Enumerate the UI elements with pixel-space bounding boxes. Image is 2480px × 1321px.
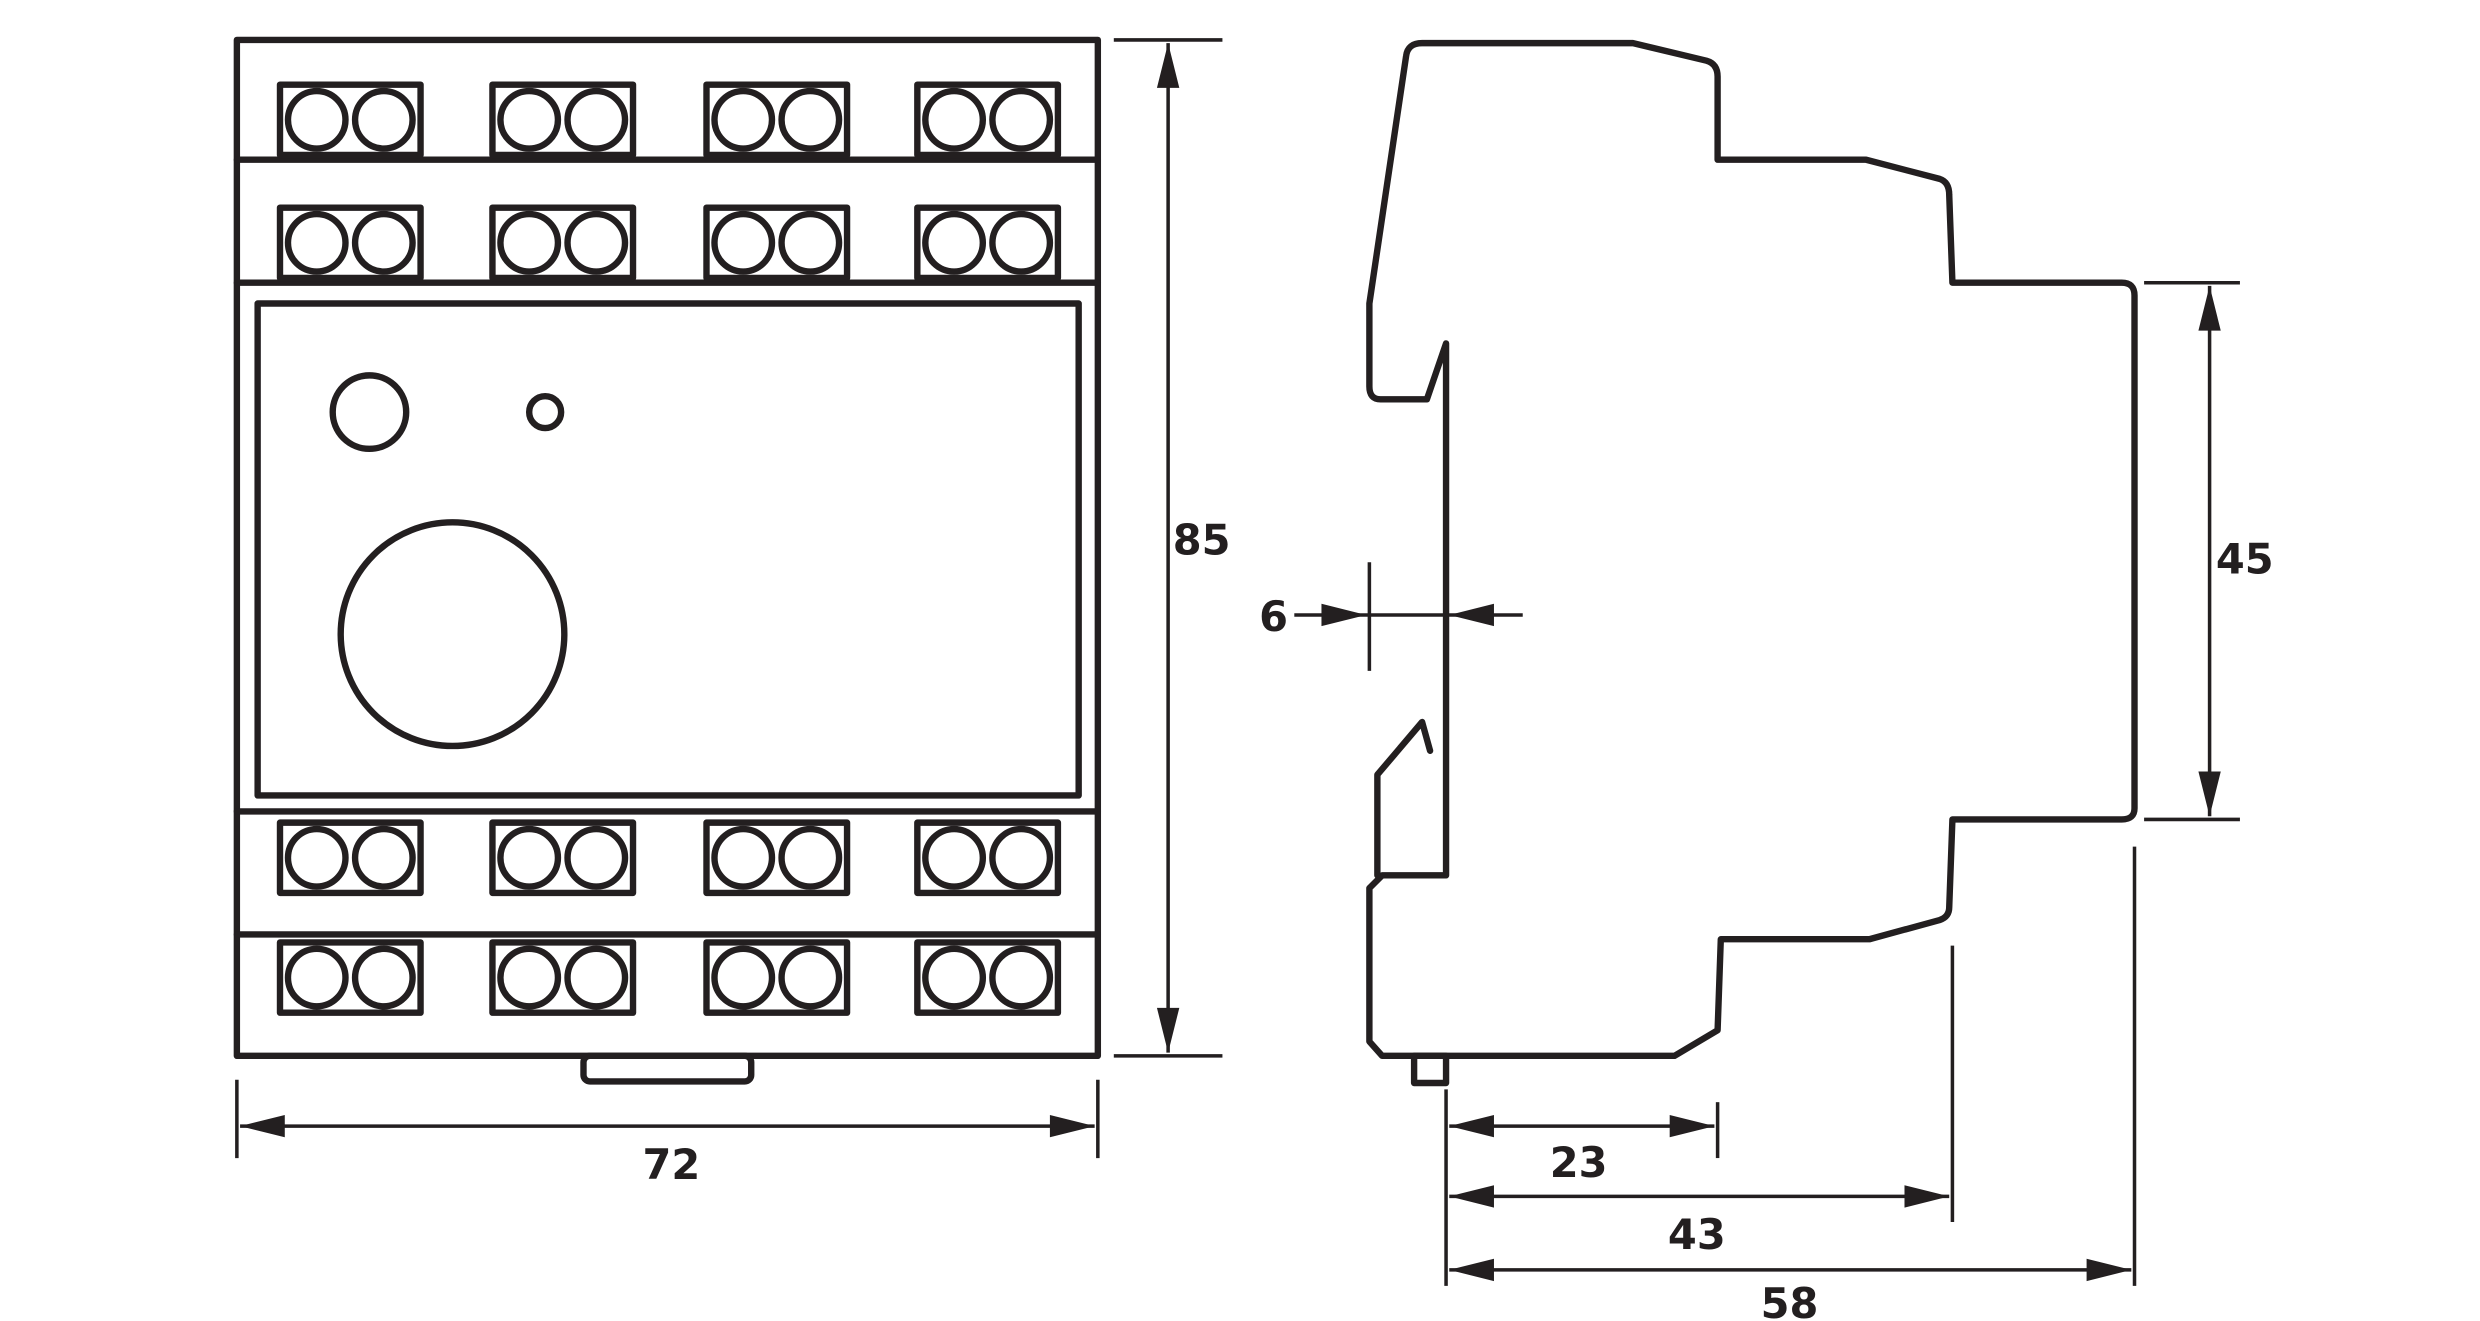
- terminal-screw-icon: [564, 945, 629, 1010]
- rail-release-tab: [580, 1052, 755, 1085]
- terminal-screw-icon: [351, 825, 416, 890]
- housing-outline: [233, 36, 1102, 1060]
- dimension-height-45: 45: [2144, 280, 2274, 822]
- terminal-screw-icon: [711, 210, 776, 275]
- terminal-block: [703, 81, 851, 159]
- terminal-block: [703, 939, 851, 1016]
- terminal-block: [489, 81, 637, 159]
- terminal-screw-icon: [497, 210, 562, 275]
- dimension-width-72: 72: [235, 1079, 1100, 1189]
- terminal-screw-icon: [564, 825, 629, 890]
- terminal-block: [276, 939, 424, 1016]
- terminal-screw-icon: [778, 210, 843, 275]
- terminal-block: [703, 204, 851, 282]
- rail-clip-label: 6: [1259, 592, 1288, 641]
- terminal-screw-icon: [351, 945, 416, 1010]
- depth-label-43: 43: [1668, 1210, 1726, 1259]
- side-height-label: 45: [2216, 534, 2274, 583]
- rail-clip-tab: [1410, 1052, 1450, 1087]
- terminal-screw-icon: [284, 825, 349, 890]
- terminal-blocks: [276, 81, 1062, 1016]
- knob-icon: [337, 519, 568, 750]
- terminal-screw-icon: [778, 825, 843, 890]
- terminal-screw-icon: [778, 87, 843, 152]
- terminal-screw-icon: [284, 210, 349, 275]
- front-view: [233, 36, 1102, 1085]
- terminal-screw-icon: [351, 210, 416, 275]
- button-icon: [329, 372, 410, 453]
- terminal-block: [276, 204, 424, 282]
- terminal-screw-icon: [497, 825, 562, 890]
- depth-label-58: 58: [1761, 1279, 1819, 1321]
- terminal-screw-icon: [497, 87, 562, 152]
- terminal-block: [914, 939, 1062, 1016]
- terminal-screw-icon: [922, 825, 987, 890]
- front-cover: [254, 300, 1082, 799]
- terminal-screw-icon: [989, 825, 1054, 890]
- terminal-block: [914, 204, 1062, 282]
- terminal-screw-icon: [989, 945, 1054, 1010]
- width-label: 72: [642, 1140, 700, 1189]
- terminal-screw-icon: [989, 87, 1054, 152]
- terminal-block: [489, 819, 637, 897]
- terminal-block: [276, 819, 424, 897]
- terminal-screw-icon: [989, 210, 1054, 275]
- terminal-block: [489, 939, 637, 1016]
- terminal-screw-icon: [922, 210, 987, 275]
- terminal-screw-icon: [284, 945, 349, 1010]
- terminal-block: [276, 81, 424, 159]
- terminal-screw-icon: [922, 945, 987, 1010]
- terminal-screw-icon: [564, 210, 629, 275]
- height-label: 85: [1173, 515, 1231, 564]
- terminal-screw-icon: [711, 825, 776, 890]
- terminal-screw-icon: [711, 87, 776, 152]
- side-view: [1366, 39, 2138, 1087]
- depth-label-23: 23: [1550, 1138, 1608, 1187]
- terminal-block: [489, 204, 637, 282]
- dimension-depths: 23 43 58: [1444, 846, 2137, 1321]
- led-indicator-icon: [525, 392, 565, 432]
- dimension-height-85: 85: [1113, 38, 1231, 1058]
- terminal-screw-icon: [497, 945, 562, 1010]
- terminal-block: [914, 819, 1062, 897]
- terminal-screw-icon: [564, 87, 629, 152]
- dimension-rail-6: 6: [1259, 562, 1523, 671]
- side-profile: [1366, 39, 2138, 1060]
- terminal-screw-icon: [922, 87, 987, 152]
- terminal-screw-icon: [711, 945, 776, 1010]
- terminal-screw-icon: [351, 87, 416, 152]
- terminal-screw-icon: [778, 945, 843, 1010]
- terminal-block: [703, 819, 851, 897]
- terminal-block: [914, 81, 1062, 159]
- terminal-screw-icon: [284, 87, 349, 152]
